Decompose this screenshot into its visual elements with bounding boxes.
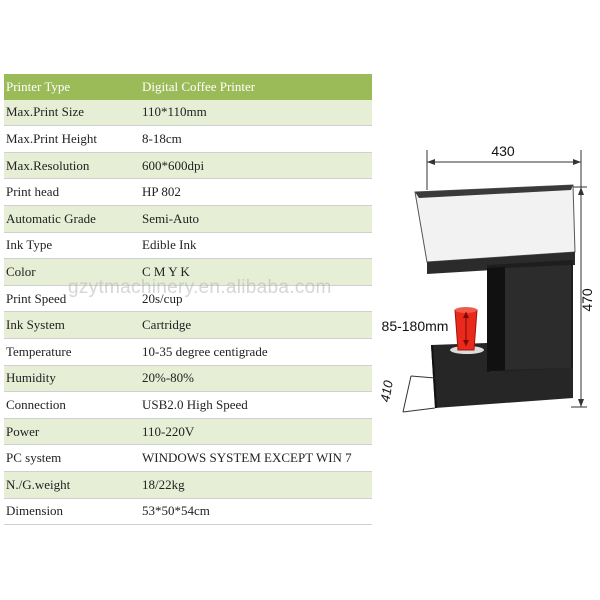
spec-value: 10-35 degree centigrade [140,338,372,366]
spec-label: Ink Type [4,232,140,260]
spec-value: Digital Coffee Printer [140,74,372,100]
spec-value: 53*50*54cm [140,498,372,526]
spec-label: PC system [4,444,140,472]
spec-value: Cartridge [140,311,372,339]
spec-value: 20%-80% [140,365,372,393]
spec-value: C M Y K [140,258,372,286]
spec-value: 20s/cup [140,285,372,313]
height-arrow-bottom [578,399,584,407]
spec-label: Printer Type [4,74,140,100]
width-label: 430 [491,143,515,159]
printer-base [431,343,573,408]
spec-value: 8-18cm [140,125,372,153]
spec-value: HP 802 [140,178,372,206]
spec-label: Max.Print Size [4,99,140,127]
printer-column-side [505,265,571,370]
spec-label: Print Speed [4,285,140,313]
spec-label: Connection [4,391,140,419]
width-arrow-right [573,159,581,165]
spec-label: Humidity [4,365,140,393]
spec-value: 110-220V [140,418,372,446]
depth-ext-top [410,375,436,379]
spec-label: Print head [4,178,140,206]
printer-diagram: 430 470 85-180mm 410 [377,143,595,413]
height-label: 470 [579,288,595,312]
width-arrow-left [427,159,435,165]
spec-value: 18/22kg [140,471,372,499]
spec-label: Power [4,418,140,446]
spec-label: N./G.weight [4,471,140,499]
printer-top-underside [427,252,575,274]
spec-label: Max.Print Height [4,125,140,153]
cup-range-arrow-bottom [463,340,469,346]
spec-value: Edible Ink [140,232,372,260]
printer-base-edge [431,345,437,408]
depth-dimension-line [402,375,412,413]
printer-top-edge [415,185,573,198]
spec-value: USB2.0 High Speed [140,391,372,419]
spec-label: Max.Resolution [4,152,140,180]
depth-label: 410 [377,378,396,403]
depth-ext-bottom [402,407,436,413]
cup-range-label: 85-180mm [382,318,449,334]
cup-range-arrow-top [463,312,469,318]
spec-value: 110*110mm [140,99,372,127]
spec-value: WINDOWS SYSTEM EXCEPT WIN 7 [140,444,372,472]
spec-value: 600*600dpi [140,152,372,180]
cup-rim [455,307,477,313]
height-arrow-top [578,187,584,195]
spec-label: Color [4,258,140,286]
spec-label: Temperature [4,338,140,366]
spec-label: Dimension [4,498,140,526]
spec-label: Automatic Grade [4,205,140,233]
spec-label: Ink System [4,311,140,339]
spec-value: Semi-Auto [140,205,372,233]
printer-column-front [487,267,505,372]
